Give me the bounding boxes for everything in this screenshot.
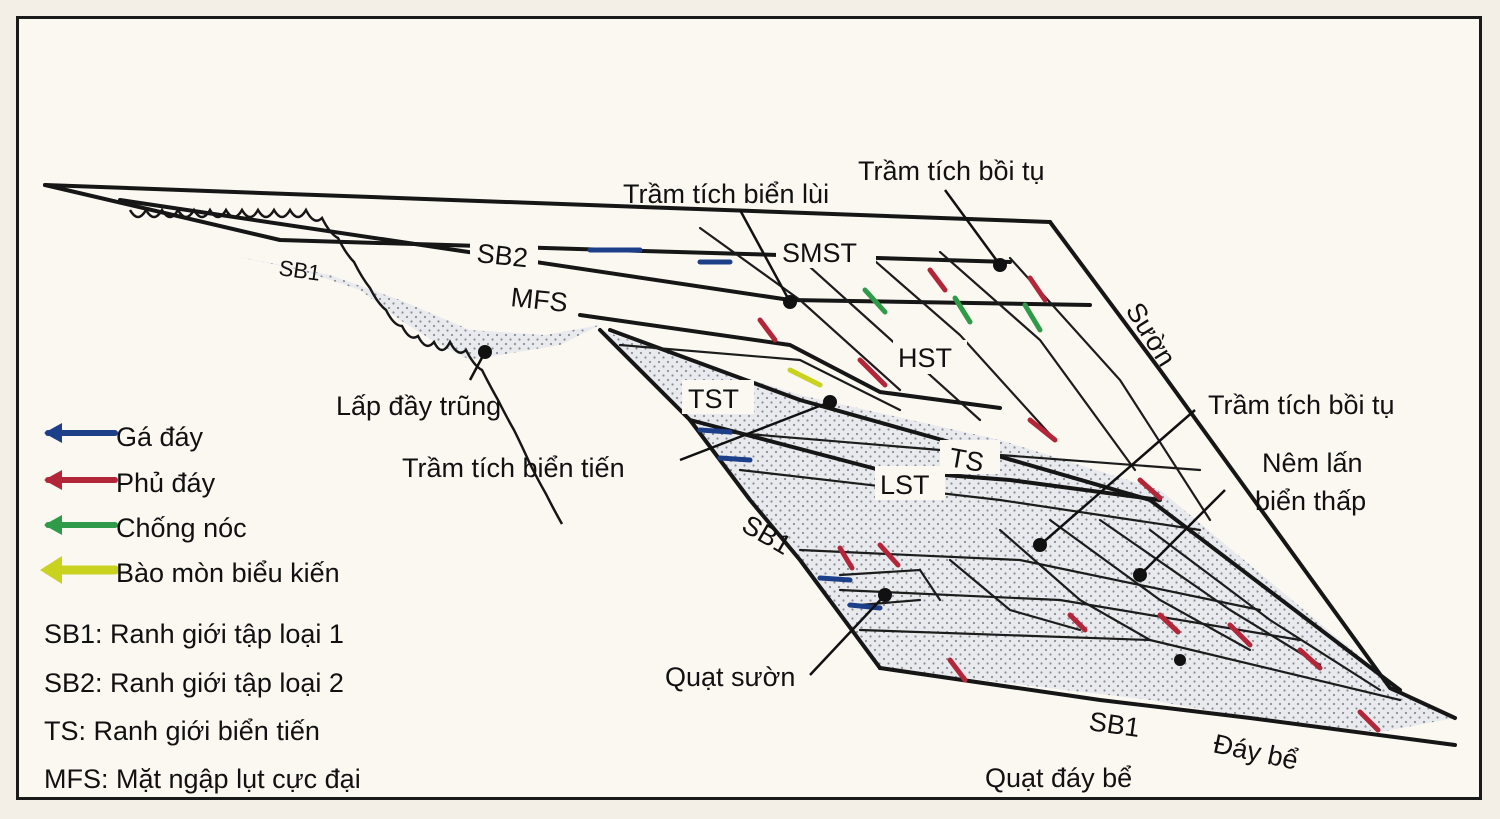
marker-dot bbox=[1133, 568, 1147, 582]
definition-ts: TS: Ranh giới biển tiến bbox=[44, 716, 320, 746]
sb1-slope-boundary bbox=[598, 328, 882, 670]
basin-floor-line bbox=[878, 666, 1457, 747]
clinoform-line bbox=[1098, 518, 1322, 667]
tst-top-surface bbox=[578, 313, 1002, 410]
label-lst: LST bbox=[880, 470, 930, 500]
legend-label-chong-noc: Chống nóc bbox=[116, 513, 247, 543]
marker-dot bbox=[823, 395, 837, 409]
sb2-surface bbox=[43, 183, 1012, 264]
onlap-arrow bbox=[817, 575, 853, 583]
label-nem-lan-line2: biển thấp bbox=[1255, 486, 1366, 516]
toplap-arrow bbox=[1022, 302, 1043, 333]
label-quat-day-be: Quạt đáy bể bbox=[985, 763, 1132, 793]
clinoform-line bbox=[778, 238, 982, 422]
label-quat-suon: Quạt sườn bbox=[665, 662, 795, 692]
clinoform-line bbox=[1148, 528, 1382, 692]
basin-fill-body bbox=[600, 330, 1455, 732]
topset-surface bbox=[43, 183, 1052, 224]
clinoform-line bbox=[838, 568, 942, 602]
label-suon: Sườn bbox=[1120, 297, 1182, 371]
label-sb1-top: SB1 bbox=[277, 255, 322, 286]
shelf-slope-edge bbox=[1048, 220, 1457, 720]
pointer-line bbox=[809, 594, 886, 676]
truncation-arrow bbox=[787, 367, 823, 388]
downlap-arrow bbox=[927, 267, 948, 293]
downlap-arrow bbox=[1067, 612, 1088, 633]
label-lap-day-trung: Lấp đầy trũng bbox=[336, 391, 501, 421]
clinoform-line bbox=[948, 558, 1082, 632]
label-sb1-bottom: SB1 bbox=[1087, 706, 1142, 743]
label-tram-tich-bien-lui: Trầm tích biển lùi bbox=[623, 179, 829, 209]
marker-dot bbox=[878, 588, 892, 602]
toplap-arrow bbox=[862, 287, 888, 315]
sb1-erosional-surface bbox=[128, 207, 564, 525]
clinoform-line bbox=[1048, 518, 1252, 652]
clinoform-line bbox=[998, 528, 1152, 642]
definition-sb1: SB1: Ranh giới tập loại 1 bbox=[44, 619, 344, 649]
label-tram-tich-boi-tu-right: Trầm tích bồi tụ bbox=[1208, 390, 1395, 420]
pointer-line bbox=[1139, 489, 1226, 576]
label-smst: SMST bbox=[782, 238, 857, 268]
label-mfs: MFS bbox=[509, 282, 569, 318]
downlap-arrow bbox=[1027, 417, 1058, 443]
downlap-arrow bbox=[757, 317, 778, 343]
label-nem-lan-line1: Nêm lấn bbox=[1262, 448, 1363, 478]
label-tram-tich-boi-tu-top: Trầm tích bồi tụ bbox=[858, 156, 1045, 186]
marker-dot bbox=[1174, 654, 1186, 666]
label-sb2: SB2 bbox=[475, 238, 529, 273]
clinoform-line bbox=[618, 343, 902, 412]
downlap-arrow bbox=[857, 357, 888, 388]
downlap-arrow bbox=[1297, 647, 1323, 671]
onlap-arrow bbox=[697, 427, 733, 435]
pointer-line bbox=[738, 209, 792, 303]
marker-dot bbox=[478, 345, 492, 359]
label-tram-tich-bien-tien: Trầm tích biển tiến bbox=[402, 453, 625, 483]
downlap-arrow bbox=[1027, 275, 1048, 303]
definition-sb2: SB2: Ranh giới tập loại 2 bbox=[44, 668, 344, 698]
legend-label-ga-day: Gá đáy bbox=[116, 422, 204, 452]
incised-valley-fill-body bbox=[230, 255, 600, 360]
toplap-arrow bbox=[952, 295, 973, 325]
clinoform-line bbox=[738, 468, 1202, 532]
legend-label-phu-day: Phủ đáy bbox=[116, 468, 216, 498]
label-tst: TST bbox=[688, 384, 739, 414]
label-ts: TS bbox=[947, 442, 986, 478]
downlap-arrow bbox=[1357, 709, 1381, 733]
label-hst: HST bbox=[898, 343, 952, 373]
downlap-arrow bbox=[837, 545, 855, 571]
clinoform-line bbox=[838, 588, 1302, 642]
clinoform-line bbox=[938, 250, 1137, 472]
clinoform-line bbox=[858, 598, 922, 607]
clinoform-line bbox=[798, 548, 1262, 612]
definition-mfs: MFS: Mặt ngập lụt cực đại bbox=[44, 764, 361, 794]
clinoform-line bbox=[858, 628, 1402, 702]
downlap-arrow bbox=[877, 542, 901, 568]
marker-dot bbox=[993, 258, 1007, 272]
clinoform-line bbox=[698, 226, 902, 392]
label-day-be: Đáy bể bbox=[1211, 729, 1301, 776]
onlap-arrow bbox=[717, 455, 753, 463]
downlap-arrow bbox=[947, 657, 968, 683]
onlap-arrow bbox=[847, 602, 883, 611]
legend-label-bao-mon: Bào mòn biểu kiến bbox=[116, 558, 340, 588]
pointer-line bbox=[1039, 409, 1196, 546]
marker-dot bbox=[783, 295, 797, 309]
pointer-line bbox=[679, 400, 831, 462]
pointer-line bbox=[943, 189, 1002, 266]
clinoform-line bbox=[858, 246, 1057, 442]
marker-dot bbox=[1033, 538, 1047, 552]
legend: Gá đáy Phủ đáy Chống nóc Bào mòn biểu ki… bbox=[40, 422, 361, 794]
downlap-arrow bbox=[1157, 612, 1181, 635]
downlap-arrow bbox=[1137, 477, 1163, 501]
downlap-arrow bbox=[1227, 622, 1253, 648]
